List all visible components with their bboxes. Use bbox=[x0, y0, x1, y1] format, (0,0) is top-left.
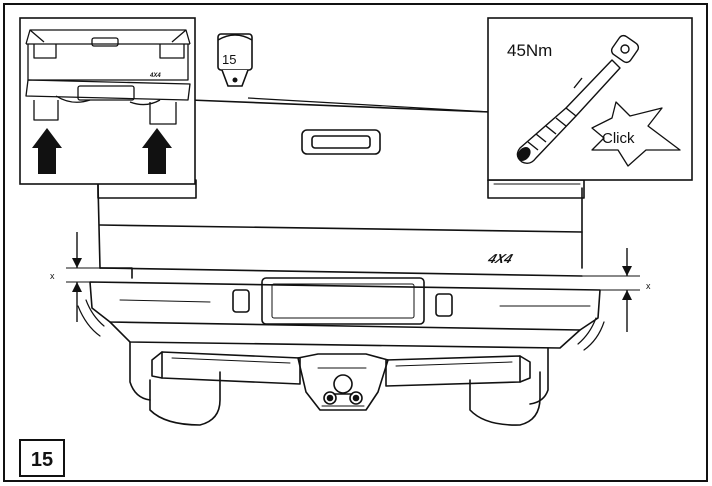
inset-badge: 4X4 bbox=[149, 73, 161, 79]
step-number-box bbox=[19, 439, 65, 477]
rear-bumper bbox=[89, 277, 601, 349]
clearance-dimension-right bbox=[582, 248, 640, 332]
right-rear-wheel bbox=[469, 347, 549, 426]
socket-size: 15 bbox=[222, 52, 236, 67]
inset-vehicle-view: 4X4 bbox=[19, 17, 196, 185]
towbar-crossmember bbox=[151, 351, 531, 387]
arrow-up-icon bbox=[32, 128, 62, 174]
click-label: Click bbox=[602, 130, 635, 147]
4x4-badge: 4X4 bbox=[485, 251, 515, 266]
arrow-up-icon bbox=[142, 128, 172, 174]
license-plate bbox=[261, 277, 425, 325]
tow-hitch bbox=[297, 353, 389, 411]
tailgate-handle bbox=[301, 129, 381, 155]
clearance-label-right: x bbox=[646, 281, 651, 291]
vehicle-rear: 4X4 bbox=[77, 99, 605, 426]
clearance-dimension-left bbox=[66, 232, 132, 322]
motion-strokes bbox=[77, 299, 605, 351]
left-reflector bbox=[232, 289, 250, 313]
left-rear-wheel bbox=[129, 341, 221, 426]
outer-frame bbox=[3, 3, 708, 482]
right-reflector bbox=[435, 293, 453, 317]
torque-wrench-icon bbox=[516, 34, 640, 165]
inset-torque-wrench bbox=[487, 17, 693, 181]
click-burst-icon bbox=[591, 101, 681, 167]
step-number: 15 bbox=[31, 449, 53, 471]
clearance-label-left: x bbox=[50, 271, 55, 281]
socket-icon bbox=[217, 33, 491, 113]
torque-value: 45Nm bbox=[507, 41, 552, 60]
right-tail-lamp bbox=[487, 179, 585, 199]
